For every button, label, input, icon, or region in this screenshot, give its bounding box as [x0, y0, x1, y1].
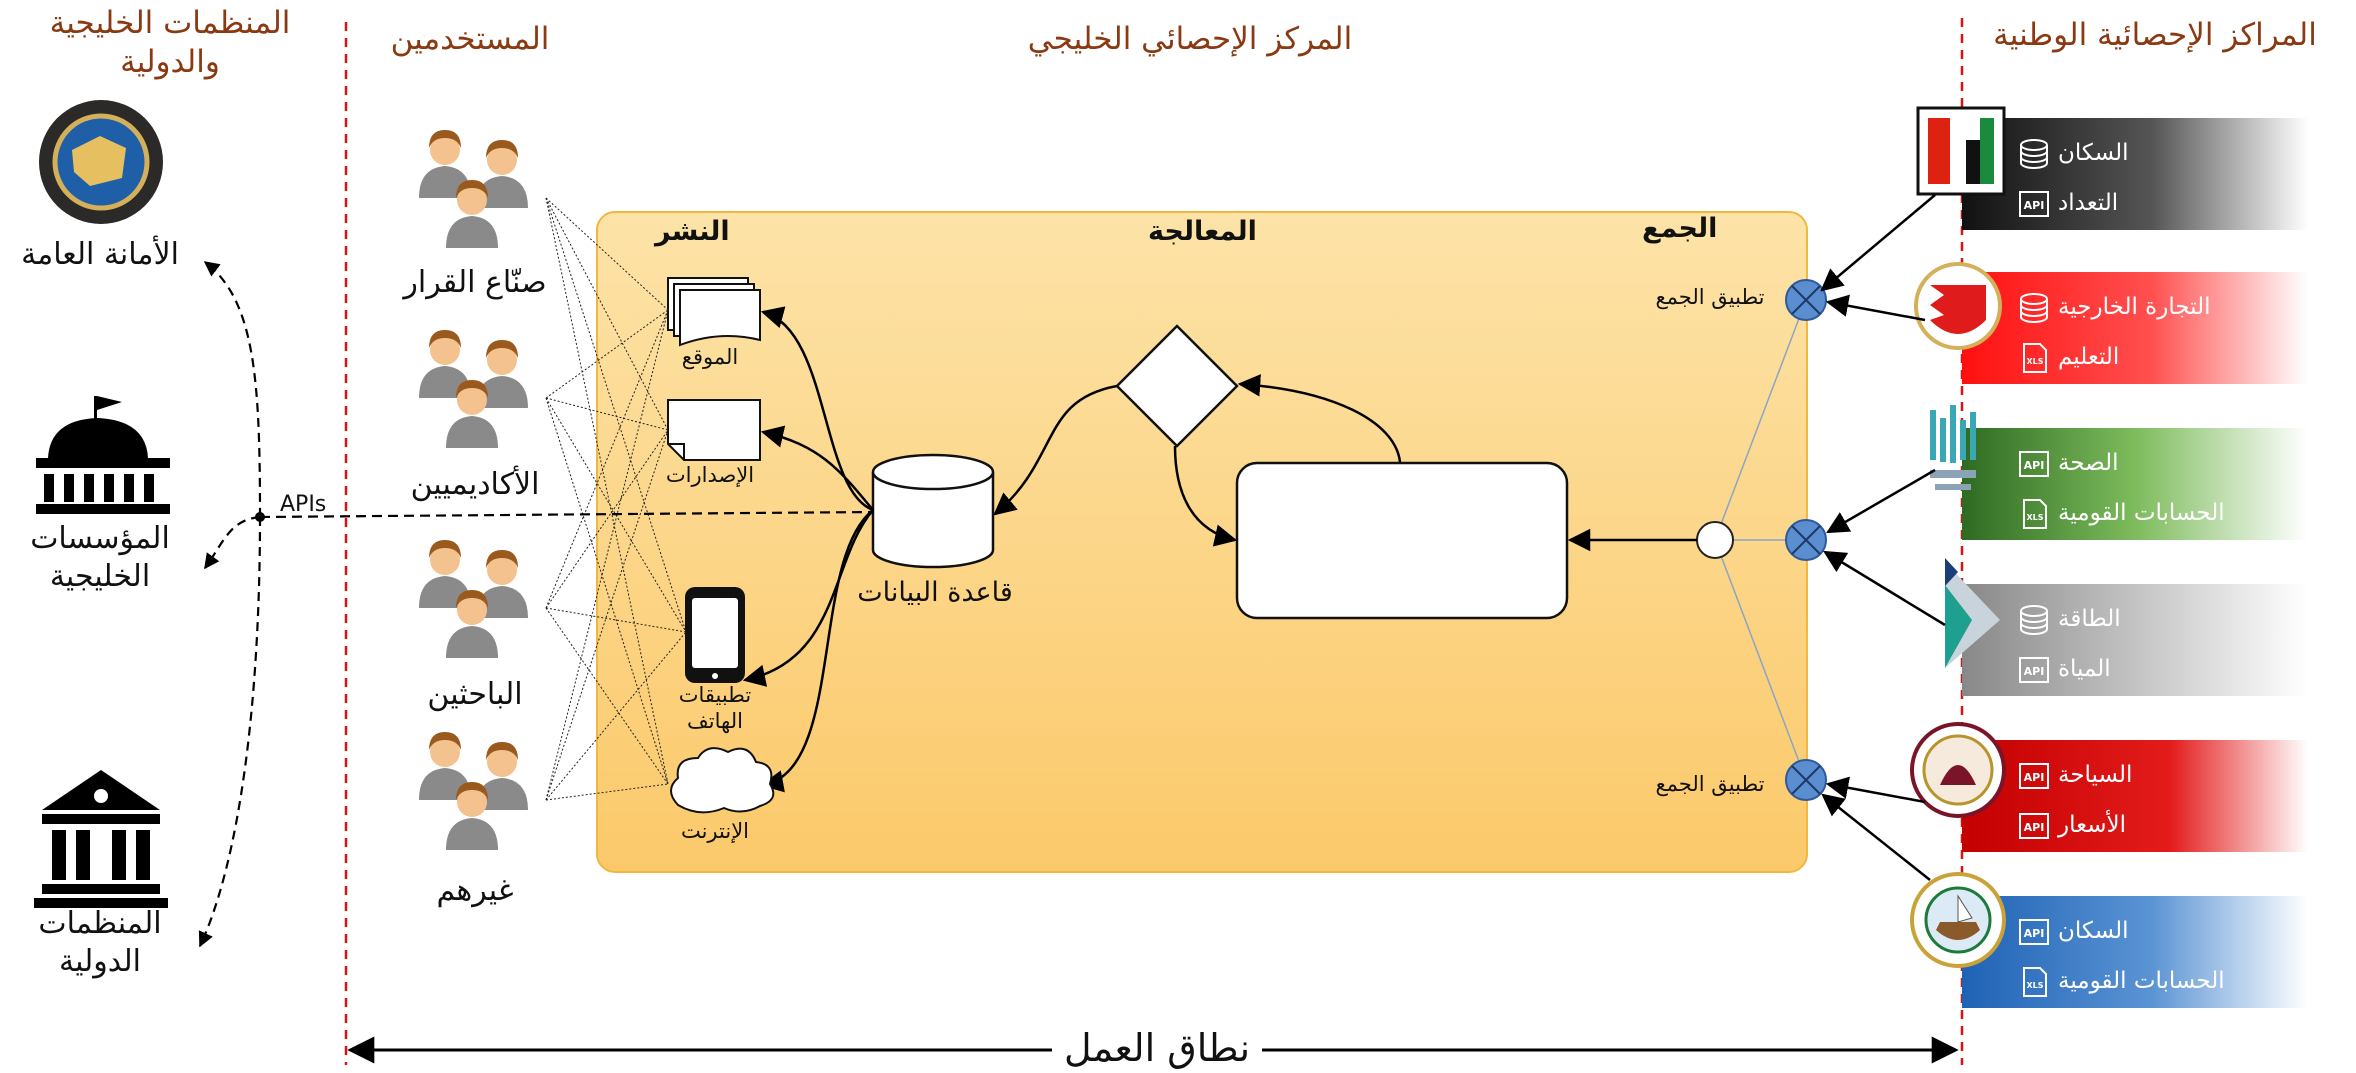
national-data-item: السياحة — [2058, 762, 2133, 788]
user-label-researchers: الباحثين — [427, 677, 523, 712]
apis-label: APIs — [280, 492, 327, 517]
band-oman — [1962, 584, 2308, 696]
band-saudi — [1962, 428, 2308, 540]
svg-text:API: API — [2024, 665, 2045, 678]
api-icon: API — [2018, 448, 2050, 480]
api-icon: API — [2018, 916, 2050, 948]
user-label-decision-makers: صنّاع القرار — [403, 265, 547, 300]
institution-dome-icon — [36, 396, 170, 514]
national-data-item: المياة — [2058, 656, 2111, 682]
section-title-users: المستخدمين — [390, 21, 550, 57]
collect-app-label-bottom: تطبيق الجمع — [1655, 772, 1765, 796]
national-data-item: التجارة الخارجية — [2058, 294, 2211, 320]
org-label-intl-orgs: المنظمات الدولية — [38, 906, 162, 979]
national-data-item: الأسعار — [2058, 812, 2126, 838]
svg-text:API: API — [2024, 459, 2045, 472]
apis-link — [259, 510, 874, 519]
user-label-academics: الأكاديميين — [410, 467, 540, 502]
processing-decision — [1115, 324, 1239, 448]
section-title-gulf-center: المركز الإحصائي الخليجي — [1027, 21, 1353, 57]
gulf-center-box — [596, 211, 1808, 873]
database-label: قاعدة البيانات — [857, 577, 1013, 608]
user-group-icon — [419, 130, 528, 248]
output-label-mobile-apps: تطبيقات الهاتف — [678, 683, 752, 734]
kuwait-emblem-icon — [1910, 872, 2006, 968]
scope-label: نطاق العمل — [1063, 1026, 1251, 1070]
national-data-item: الصحة — [2058, 450, 2119, 476]
bahrain-emblem-icon — [1914, 262, 2002, 350]
user-group-icon — [419, 732, 528, 850]
national-data-item: الحسابات القومية — [2058, 500, 2225, 526]
api-icon: API — [2018, 760, 2050, 792]
band-uae — [1962, 118, 2308, 230]
collect-app-label-top: تطبيق الجمع — [1655, 285, 1765, 309]
uae-emblem-icon — [1916, 106, 2006, 196]
database-icon — [871, 453, 995, 569]
api-icon: API — [2018, 654, 2050, 686]
national-data-item: التعليم — [2058, 344, 2120, 370]
svg-text:XLS: XLS — [2026, 981, 2043, 990]
svg-text:XLS: XLS — [2026, 357, 2043, 366]
api-icon: API — [2018, 188, 2050, 220]
api-icon: API — [2018, 810, 2050, 842]
national-data-item: السكان — [2058, 918, 2129, 944]
stage-title-dissemination: النشر — [655, 216, 730, 247]
user-group-icon — [419, 330, 528, 448]
org-label-secretariat: الأمانة العامة — [21, 237, 179, 272]
gcc-emblem-icon — [39, 100, 163, 224]
national-data-item: الطاقة — [2058, 606, 2121, 632]
stage-title-processing: المعالجة — [1148, 216, 1257, 247]
user-group-icon — [419, 540, 528, 658]
database-icon — [2018, 604, 2050, 636]
bank-building-icon — [34, 770, 168, 908]
smartphone-icon — [685, 587, 745, 683]
national-data-item: التعداد — [2058, 190, 2119, 216]
section-title-intl-orgs: المنظمات الخليجية والدولية — [49, 5, 291, 80]
processing-box — [1235, 461, 1569, 620]
output-label-internet: الإنترنت — [680, 819, 750, 843]
section-title-national-centers: المراكز الإحصائية الوطنية — [1993, 17, 2317, 53]
xls-icon: XLS — [2018, 498, 2050, 530]
stage-title-collection: الجمع — [1642, 213, 1718, 244]
document-icon — [667, 399, 761, 461]
national-data-item: الحسابات القومية — [2058, 968, 2225, 994]
svg-text:API: API — [2024, 199, 2045, 212]
collector-node-bottom — [1785, 759, 1827, 801]
svg-text:API: API — [2024, 771, 2045, 784]
org-label-gulf-institutions: المؤسسات الخليجية — [30, 521, 170, 594]
national-data-item: السكان — [2058, 140, 2129, 166]
user-label-others: غيرهم — [436, 873, 514, 908]
collector-node-top — [1785, 279, 1827, 321]
band-qatar — [1962, 740, 2308, 852]
merge-node — [1696, 521, 1734, 559]
band-bahrain — [1962, 272, 2308, 384]
documents-icon — [667, 277, 761, 347]
database-icon — [2018, 138, 2050, 170]
xls-icon: XLS — [2018, 342, 2050, 374]
svg-text:XLS: XLS — [2026, 513, 2043, 522]
database-icon — [2018, 292, 2050, 324]
cloud-icon — [670, 747, 775, 814]
saudi-emblem-icon — [1930, 405, 1976, 490]
svg-text:API: API — [2024, 927, 2045, 940]
oman-emblem-icon — [1945, 558, 2000, 668]
qatar-emblem-icon — [1910, 722, 2006, 818]
output-label-publications: الإصدارات — [665, 463, 755, 487]
collector-node-middle — [1785, 519, 1827, 561]
user-output-links — [545, 197, 687, 801]
band-kuwait — [1962, 896, 2308, 1008]
output-label-website: الموقع — [681, 345, 739, 369]
svg-text:API: API — [2024, 821, 2045, 834]
xls-icon: XLS — [2018, 966, 2050, 998]
